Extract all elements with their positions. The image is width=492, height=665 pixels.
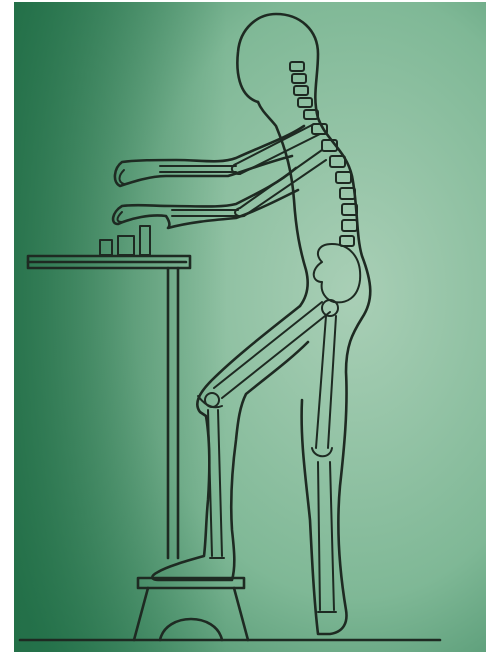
posture-illustration — [0, 0, 492, 665]
diagram-stage — [0, 0, 492, 665]
